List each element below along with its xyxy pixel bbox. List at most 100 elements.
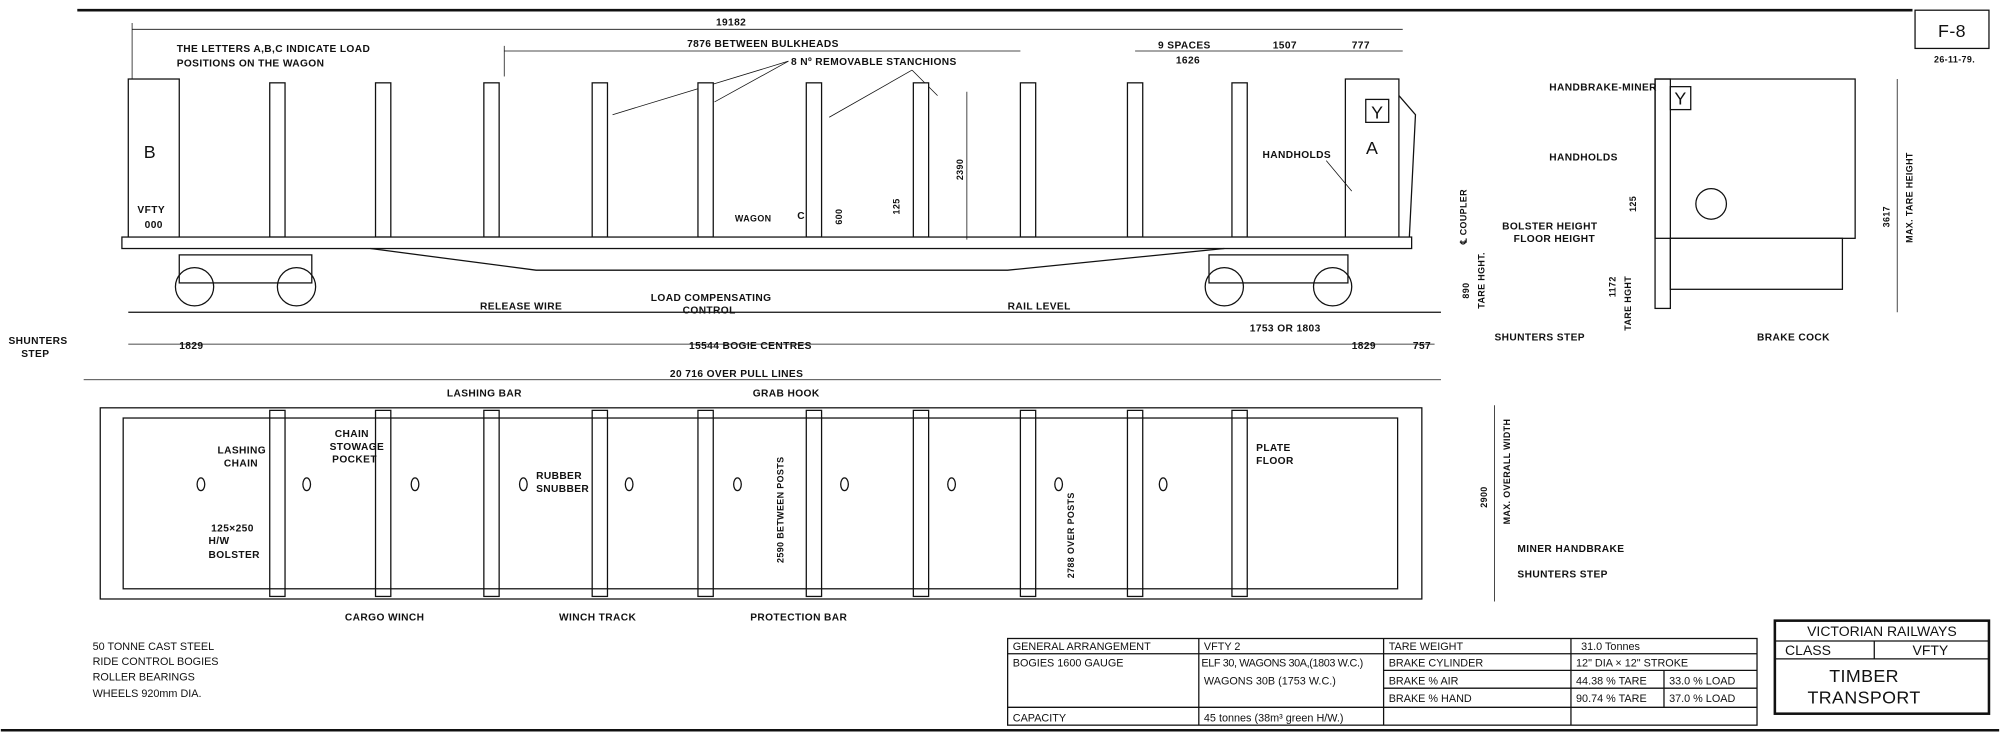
dim-757: 757 xyxy=(1413,341,1431,352)
dim-between-posts: 2590 BETWEEN POSTS xyxy=(775,457,785,563)
winch-hole xyxy=(196,477,206,492)
label-load-compensating: LOAD COMPENSATING xyxy=(651,293,772,304)
drawing-date: 26-11-79. xyxy=(1934,54,1975,64)
load-letter-a: A xyxy=(1366,138,1378,158)
brake-air-load: 33.0 % LOAD xyxy=(1669,675,1735,687)
brake-cylinder-label: BRAKE CYLINDER xyxy=(1389,658,1484,670)
label-handbrake-miner: HANDBRAKE-MINER xyxy=(1549,82,1657,93)
note-letters-line2: POSITIONS ON THE WAGON xyxy=(177,58,325,69)
brake-hand-label: BRAKE % HAND xyxy=(1389,693,1472,705)
capacity-label: CAPACITY xyxy=(1013,712,1066,724)
plan-outline xyxy=(99,407,1423,600)
stanchion xyxy=(1126,82,1144,238)
wheel xyxy=(276,266,317,307)
label-bolster-2: H/W xyxy=(209,536,230,547)
winch-hole xyxy=(840,477,849,492)
brake-air-tare: 44.38 % TARE xyxy=(1576,675,1647,687)
dim-600: 600 xyxy=(834,209,844,225)
stanchion xyxy=(1019,82,1037,238)
stanchion xyxy=(269,82,286,238)
label-shunters-step: SHUNTERS xyxy=(8,336,67,347)
class-value: VFTY xyxy=(1913,642,1949,658)
bogie-frame xyxy=(178,254,313,284)
wheel xyxy=(1204,266,1245,307)
label-bolster-3: BOLSTER xyxy=(209,550,261,561)
winch-hole xyxy=(410,477,420,492)
end-view-hatched-edge xyxy=(1654,78,1671,310)
label-tare-height: TARE HGHT. xyxy=(1476,252,1486,309)
letter-y-box xyxy=(1365,98,1390,123)
plan-posts xyxy=(196,409,1248,598)
label-grab-hook: GRAB HOOK xyxy=(753,388,820,399)
tare-weight-value: 31.0 Tonnes xyxy=(1581,641,1640,653)
winch-hole xyxy=(1054,477,1064,492)
label-chain-stowage-3: POCKET xyxy=(332,455,377,466)
bulkhead-hatching xyxy=(1398,95,1417,243)
label-removable-stanchions: 8 Nº REMOVABLE STANCHIONS xyxy=(791,57,957,68)
stanchion xyxy=(805,82,823,238)
label-chain-stowage-2: STOWAGE xyxy=(330,442,385,453)
leader xyxy=(714,60,789,103)
end-view-bogie xyxy=(1669,237,1844,290)
plan-post xyxy=(697,409,714,598)
org-name: VICTORIAN RAILWAYS xyxy=(1807,623,1957,639)
title-line-2: TRANSPORT xyxy=(1808,687,1921,707)
plan-post xyxy=(374,409,392,598)
plan-post xyxy=(1126,409,1144,598)
stanchion xyxy=(591,82,609,238)
plan-post xyxy=(483,409,500,598)
stanchion xyxy=(697,82,714,238)
dim-1829-left: 1829 xyxy=(179,341,203,352)
bogies xyxy=(174,254,1353,307)
sheet-number-box xyxy=(1914,9,1990,50)
winch-hole xyxy=(1158,477,1168,492)
fishbelly-underframe xyxy=(370,247,1225,271)
label-winch-track: WINCH TRACK xyxy=(559,613,636,624)
label-lashing-bar: LASHING BAR xyxy=(447,388,522,399)
bogies-value-1: ELF 30, WAGONS 30A,(1803 W.C.) xyxy=(1201,658,1362,670)
load-letter-b: B xyxy=(144,142,156,162)
label-brake-cock: BRAKE COCK xyxy=(1757,332,1830,343)
brake-hand-load: 37.0 % LOAD xyxy=(1669,693,1735,705)
spec-table-frame xyxy=(1007,637,1758,726)
capacity-value: 45 tonnes (38m³ green H/W.) xyxy=(1204,712,1344,724)
plan-post xyxy=(912,409,930,598)
load-letter-c: C xyxy=(797,211,805,222)
winch-hole xyxy=(302,477,312,492)
dim-125: 125 xyxy=(891,198,901,214)
label-release-wire: RELEASE WIRE xyxy=(480,302,562,313)
load-letter-y: Y xyxy=(1371,103,1383,123)
plan-floor xyxy=(122,417,1399,590)
label-plan-shunters-step: SHUNTERS STEP xyxy=(1517,569,1607,580)
wheel xyxy=(174,266,215,307)
end-letter-y: Y xyxy=(1674,89,1686,109)
winch-hole xyxy=(947,477,957,492)
label-protection-bar: PROTECTION BAR xyxy=(750,613,847,624)
winch-hole xyxy=(733,477,742,492)
label-plate-floor: PLATE xyxy=(1256,443,1291,454)
label-floor-height: FLOOR HEIGHT xyxy=(1514,234,1596,245)
title-block: VICTORIAN RAILWAYS CLASS VFTY TIMBER TRA… xyxy=(1773,619,1991,715)
label-bolster: 125×250 xyxy=(211,523,254,534)
ga-value: VFTY 2 xyxy=(1204,641,1241,653)
end-view: Y HANDBRAKE-MINER HANDHOLDS BOLSTER HEIG… xyxy=(1494,78,1915,343)
note-line: WHEELS 920mm DIA. xyxy=(93,688,202,700)
label-rail-level: RAIL LEVEL xyxy=(1008,302,1071,313)
label-end-tare-height: TARE HGHT xyxy=(1623,276,1633,331)
plan-post xyxy=(805,409,823,598)
title-line-1: TIMBER xyxy=(1829,666,1899,686)
stanchion xyxy=(1231,82,1248,238)
label-miner-handbrake: MINER HANDBRAKE xyxy=(1517,544,1624,555)
dim-overall-length: 19182 xyxy=(716,17,746,28)
label-max-overall-width: MAX. OVERALL WIDTH xyxy=(1502,419,1512,525)
stanchion xyxy=(374,82,392,238)
dim-9-spaces: 9 SPACES xyxy=(1158,40,1211,51)
dim-1172: 1172 xyxy=(1608,276,1618,297)
plan-post xyxy=(591,409,609,598)
dim-wheelbase: 1753 OR 1803 xyxy=(1250,323,1321,334)
dim-over-pull-lines: 20 716 OVER PULL LINES xyxy=(670,369,803,380)
label-rubber-snubber: RUBBER xyxy=(536,471,582,482)
label-shunters-step-2: STEP xyxy=(21,349,49,360)
dim-3617: 3617 xyxy=(1882,206,1892,227)
